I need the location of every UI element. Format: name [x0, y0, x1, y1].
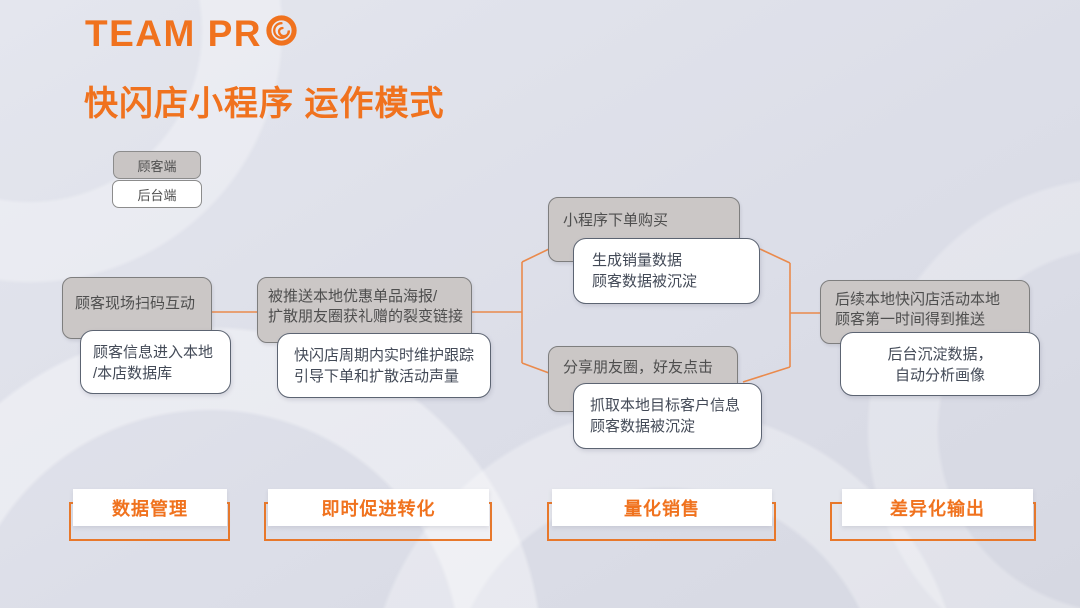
- node-order-back: 生成销量数据 顾客数据被沉淀: [573, 238, 760, 304]
- node-push-front: 被推送本地优惠单品海报/ 扩散朋友圈获礼赠的裂变链接: [257, 277, 472, 343]
- legend-customer-chip: 顾客端: [113, 151, 201, 179]
- footer-label-instant-conversion: 即时促进转化: [268, 489, 489, 526]
- legend-backend-chip: 后台端: [112, 180, 202, 208]
- node-push-back: 快闪店周期内实时维护跟踪 引导下单和扩散活动声量: [277, 333, 491, 398]
- node-scan-back: 顾客信息进入本地 /本店数据库: [80, 330, 231, 394]
- footer-label-differentiated-output: 差异化输出: [842, 489, 1033, 526]
- legend-customer-label: 顾客端: [137, 158, 177, 174]
- legend-backend-label: 后台端: [137, 187, 177, 203]
- footer-label-data-management: 数据管理: [73, 489, 227, 526]
- node-share-back: 抓取本地目标客户信息 顾客数据被沉淀: [573, 383, 762, 449]
- footer-label-quantified-sales: 量化销售: [552, 489, 772, 526]
- page-title: 快闪店小程序 运作模式: [84, 85, 445, 123]
- spiral-o-icon: [262, 12, 298, 56]
- brand-logo-text: TEAM PR: [85, 13, 262, 54]
- node-scan-front: 顾客现场扫码互动: [62, 277, 212, 339]
- node-retarget-back: 后台沉淀数据， 自动分析画像: [840, 332, 1040, 396]
- brand-logo: TEAM PR: [85, 12, 298, 56]
